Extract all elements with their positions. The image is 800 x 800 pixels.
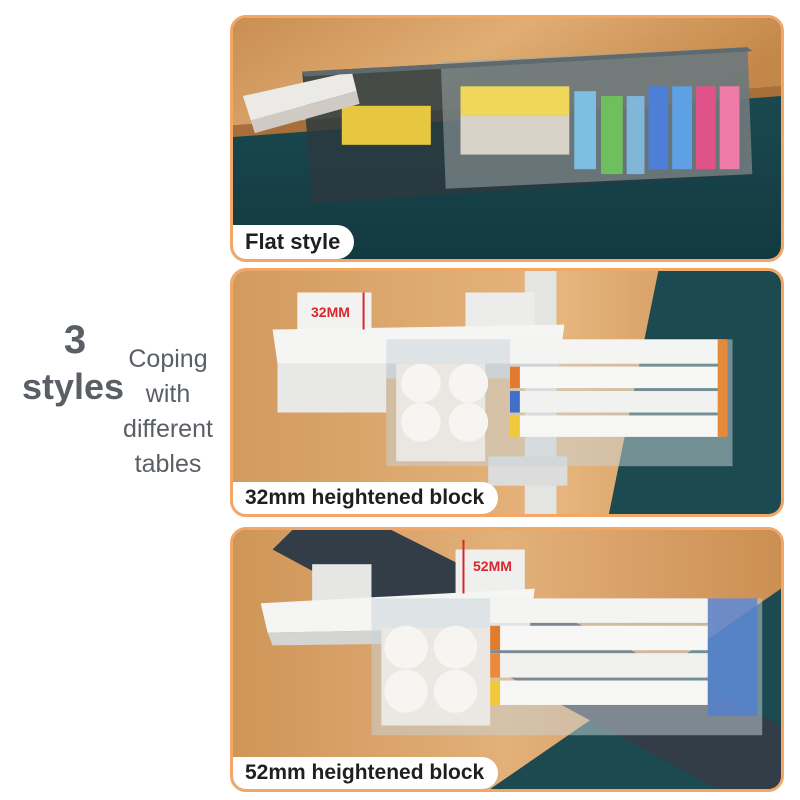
coping-line-4: tables bbox=[134, 450, 202, 478]
caption-flat-style: Flat style bbox=[233, 225, 355, 259]
panel-flat-style: Flat style bbox=[230, 15, 784, 262]
panel-32mm: 32MM 32mm heightened block bbox=[230, 268, 784, 517]
styles-word: styles bbox=[22, 366, 125, 407]
measure-label-52mm: 52MM bbox=[473, 558, 512, 574]
coping-line-3: different bbox=[123, 415, 213, 443]
panel-52mm: 52MM 52mm heightened block bbox=[230, 527, 784, 792]
caption-52mm: 52mm heightened block bbox=[233, 757, 499, 789]
coping-line-2: with bbox=[145, 380, 191, 408]
coping-line-1: Coping bbox=[128, 345, 208, 373]
styles-count: 3 bbox=[63, 318, 87, 362]
flat-style-photo bbox=[233, 18, 781, 259]
measure-label-32mm: 32MM bbox=[311, 304, 350, 320]
caption-32mm: 32mm heightened block bbox=[233, 482, 499, 514]
32mm-photo bbox=[233, 271, 781, 514]
52mm-photo bbox=[233, 530, 781, 789]
coping-description: Coping with different tables bbox=[112, 342, 224, 482]
